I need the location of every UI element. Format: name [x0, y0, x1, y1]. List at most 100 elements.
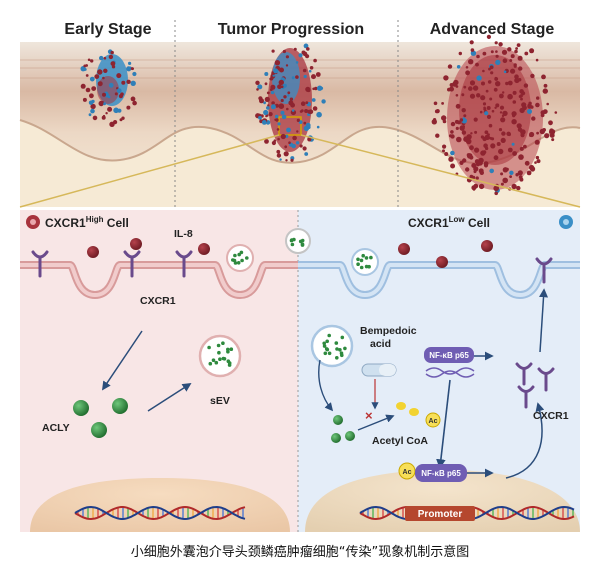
tumor-cell — [80, 83, 86, 89]
tumor-cell — [289, 97, 294, 101]
tumor-cell — [319, 86, 324, 90]
tumor-cell — [468, 86, 473, 91]
sev-cargo-dot — [208, 361, 213, 366]
tumor-cell — [458, 51, 462, 56]
tumor-cell — [502, 91, 505, 94]
tumor-cell — [513, 64, 517, 68]
sev-cargo-dot — [356, 262, 360, 267]
tumor-cell — [495, 54, 499, 58]
tumor-cell — [524, 160, 530, 166]
tumor-cell — [536, 96, 540, 100]
tumor-cell — [536, 159, 541, 164]
tumor-cell — [107, 95, 111, 99]
tumor-cell — [441, 102, 444, 105]
sev-cargo-dot — [221, 341, 225, 346]
tumor-cell — [465, 167, 470, 172]
tumor-cell — [541, 74, 546, 80]
tumor-cell — [118, 94, 123, 99]
tumor-cell — [448, 156, 454, 162]
tumor-cell — [496, 142, 501, 146]
tumor-cell — [270, 104, 276, 110]
tumor-cell — [435, 109, 440, 114]
right-header: CXCR1Low Cell — [408, 215, 573, 230]
cxcr1-low-title: CXCR1Low Cell — [408, 215, 490, 230]
tumor-cell — [90, 108, 95, 114]
cxcr1-high-title: CXCR1High Cell — [45, 215, 129, 230]
tissue-stages: Early Stage Tumor Progression Advanced S… — [19, 20, 581, 208]
tumor-cell — [482, 102, 487, 106]
tumor-cell — [515, 173, 519, 177]
tumor-cell — [305, 86, 311, 92]
tumor-cell — [450, 134, 455, 139]
sev-cargo-dot — [335, 356, 339, 360]
sev-cargo-dot — [214, 360, 219, 365]
il8-molecules — [87, 238, 493, 268]
tumor-cell — [542, 127, 546, 132]
tumor-cell — [132, 100, 137, 106]
tumor-cell — [495, 103, 500, 108]
sev-cargo-dot — [322, 344, 327, 348]
acly-molecules — [73, 398, 128, 438]
cxcr1-label-right: CXCR1 — [533, 410, 569, 422]
tumor-cell — [266, 91, 270, 95]
tumor-cell — [97, 69, 103, 75]
tumor-cell — [296, 130, 299, 133]
tumor-cell — [470, 48, 475, 52]
tumor-cell — [482, 69, 485, 73]
dna-strand — [74, 505, 246, 521]
tumor-cell — [306, 47, 310, 51]
tumor-cell — [493, 87, 498, 92]
sev-cargo-dot — [226, 349, 230, 354]
tumor-cell — [486, 106, 491, 110]
tumor-cell — [489, 97, 493, 101]
tumor-cell — [535, 102, 540, 108]
sev-cargo-dot — [327, 351, 332, 356]
tumor-cell — [307, 137, 312, 142]
tumor-cell — [512, 113, 516, 118]
sev-cargo-dot — [300, 238, 305, 243]
sev-cargo-dot — [237, 252, 241, 257]
tumor-cell — [295, 61, 299, 64]
tumor-cell — [517, 55, 523, 61]
tumor-cell — [521, 102, 527, 108]
tumor-cell — [110, 61, 116, 66]
tumor-cell — [495, 59, 501, 66]
tumor-cell — [461, 108, 466, 113]
tumor-cell — [482, 51, 487, 56]
tumor-cell — [465, 70, 470, 76]
tumor-cell — [316, 111, 322, 118]
tumor-cell — [511, 183, 517, 190]
tumor-cell — [486, 114, 492, 119]
tumor-cell — [295, 141, 300, 145]
tumor-cell — [266, 106, 270, 110]
tumor-cell — [465, 138, 472, 145]
tumor-cell — [476, 54, 480, 59]
tumor-cell — [535, 155, 540, 160]
tumor-cell — [263, 101, 266, 105]
stage-title-progression: Tumor Progression — [218, 21, 364, 38]
tumor-cell — [459, 125, 465, 131]
tumor-cell — [494, 76, 498, 80]
tumor-cell — [263, 109, 269, 116]
tumor-cell — [474, 147, 480, 153]
tumor-cell — [90, 103, 96, 110]
dermis-layer — [20, 120, 580, 207]
tumor-cell — [524, 51, 529, 56]
tumor-cell — [82, 97, 87, 102]
nfkb-bottom-label: NF-κB p65 — [421, 469, 461, 478]
tumor-cell — [530, 73, 535, 79]
tumor-cell — [285, 159, 288, 162]
tumor-cell — [255, 80, 260, 86]
tumor-cell — [128, 61, 132, 65]
tumor-cell — [102, 76, 105, 80]
tumor-cell — [278, 103, 285, 109]
tumor-cell — [471, 185, 477, 191]
tumor-cell — [444, 152, 449, 156]
tumor-cell — [315, 72, 321, 77]
tumor-cell — [494, 191, 499, 196]
arrow-nfkb-to-nucleus — [436, 379, 451, 469]
tumor-cell — [87, 58, 91, 62]
zoom-box — [278, 116, 302, 136]
tumor-cell — [501, 131, 506, 136]
sev-vesicle-left-large — [198, 334, 242, 378]
